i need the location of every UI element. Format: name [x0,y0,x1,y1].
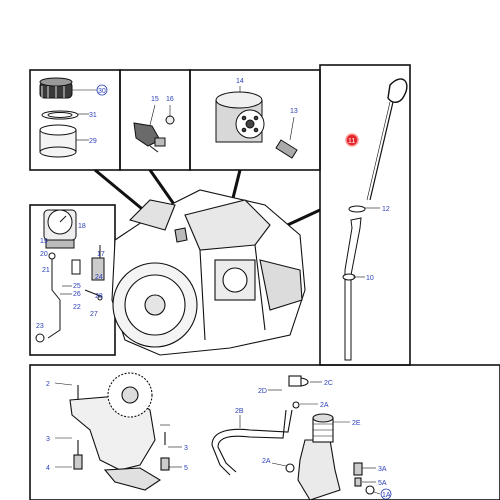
callout-2B: 2B [235,408,244,415]
oil-pump-drawing [69,372,170,491]
callout-24: 24 [95,274,103,281]
callout-20: 20 [40,251,48,258]
part-callouts: 30 31 29 15 16 14 13 11 12 10 18 19 20 2… [36,78,391,499]
oil-pressure-sender-drawing [133,104,175,153]
pipe-leaders [239,381,381,495]
callout-25: 25 [73,283,81,290]
dipstick-drawing [342,78,408,361]
panel-oil-pressure-sender [119,69,191,171]
oil-filter-drawing [215,86,298,159]
callout-19: 19 [40,238,48,245]
callout-4: 4 [46,465,50,472]
callout-21: 21 [42,267,50,274]
callout-2E: 2E [352,420,361,427]
callout-10: 10 [366,275,374,282]
callout-13: 13 [290,108,298,115]
callout-11: 11 [348,138,355,145]
engine-block-drawing [111,189,306,356]
callout-18: 18 [78,223,86,230]
callout-2C: 2C [324,380,333,387]
filler-cap-leaders [72,89,97,141]
callout-28: 28 [95,293,103,300]
callout-5A: 5A [378,480,387,487]
callout-1A: 1A [382,492,391,499]
callout-26: 26 [73,291,81,298]
callout-17: 17 [97,251,105,258]
callout-12: 12 [382,206,390,213]
callout-30: 30 [98,88,106,95]
callout-31: 31 [89,112,97,119]
panel-dipstick [319,64,411,366]
oil-pressure-gauge-drawing [35,209,105,343]
callout-ring-1A [380,488,392,500]
callout-3-right: 3 [184,445,188,452]
callout-23: 23 [36,323,44,330]
oil-strainer-drawing [297,413,375,500]
callout-2A-bottom: 2A [262,458,271,465]
callout-29: 29 [89,138,97,145]
oil-pump-leaders [54,382,182,468]
dipstick-part-11-marker[interactable] [345,133,359,147]
callout-2D: 2D [258,388,267,395]
callout-2A-top: 2A [320,402,329,409]
callout-ring-30 [96,84,108,96]
callout-27: 27 [90,311,98,318]
panel-oil-pump-and-pipes [29,364,500,500]
callout-22: 22 [73,304,81,311]
callout-3A: 3A [378,466,387,473]
callout-15: 15 [151,96,159,103]
callout-5: 5 [184,465,188,472]
callout-14: 14 [236,78,244,85]
callout-3-left: 3 [46,436,50,443]
oil-filler-cap-drawing [39,77,79,158]
callout-2: 2 [46,381,50,388]
oil-pipe-drawing [211,375,309,476]
callout-16: 16 [166,96,174,103]
